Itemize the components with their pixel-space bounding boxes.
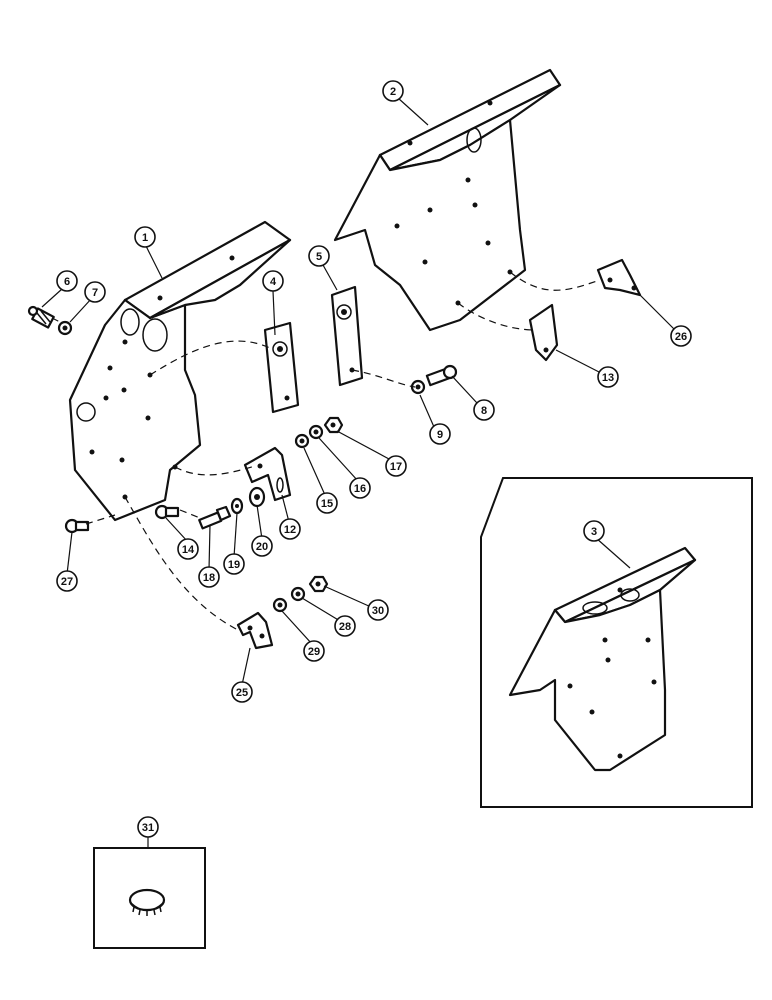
- part-8-bolt: [425, 364, 458, 387]
- callout-31-label: 31: [142, 822, 154, 834]
- part-3-plate: [508, 546, 697, 772]
- callout-18-label: 18: [203, 572, 215, 584]
- callout-26: 26: [670, 325, 692, 347]
- callout-20: 20: [251, 535, 273, 557]
- callout-25-label: 25: [236, 687, 248, 699]
- part-29-washer: [272, 597, 288, 613]
- callout-8: 8: [473, 399, 495, 421]
- part-30-nut: [308, 575, 329, 593]
- part-2-right-plate: [333, 68, 562, 332]
- callout-1-label: 1: [142, 232, 148, 244]
- callout-31: 31: [137, 816, 159, 838]
- callout-4-label: 4: [270, 276, 277, 288]
- part-13-clip: [528, 303, 559, 362]
- callout-9-label: 9: [437, 429, 443, 441]
- callout-27: 27: [56, 570, 78, 592]
- callout-9: 9: [429, 423, 451, 445]
- callout-17-label: 17: [390, 461, 402, 473]
- callout-4: 4: [262, 270, 284, 292]
- callout-30: 30: [367, 599, 389, 621]
- callout-15: 15: [316, 492, 338, 514]
- part-19-washer: [230, 497, 244, 515]
- part-31-plug: [128, 888, 166, 916]
- callout-5-label: 5: [316, 251, 322, 263]
- callout-12-label: 12: [284, 524, 296, 536]
- callout-6: 6: [56, 270, 78, 292]
- part-6-bolt: [27, 305, 55, 329]
- part-26-clip: [596, 258, 642, 297]
- callout-17: 17: [385, 455, 407, 477]
- callout-5: 5: [308, 245, 330, 267]
- callout-14-label: 14: [182, 544, 195, 556]
- part-27-bolt: [64, 518, 90, 534]
- part-16-lockwasher: [308, 424, 324, 440]
- part-14-bolt: [154, 504, 180, 520]
- callout-26-label: 26: [675, 331, 687, 343]
- callout-13: 13: [597, 366, 619, 388]
- callout-3-label: 3: [591, 526, 597, 538]
- callout-2: 2: [382, 80, 404, 102]
- callout-30-label: 30: [372, 605, 384, 617]
- part-28-washer: [290, 586, 306, 602]
- callout-2-label: 2: [390, 86, 396, 98]
- callout-13-label: 13: [602, 372, 614, 384]
- part-4-bracket: [263, 321, 300, 414]
- callout-7-label: 7: [92, 287, 98, 299]
- callout-16-label: 16: [354, 483, 366, 495]
- inset-box-part-31: [93, 847, 206, 949]
- part-25-clip: [236, 611, 274, 650]
- inset-box-part-3: [480, 477, 753, 808]
- part-15-washer: [294, 433, 310, 449]
- part-5-bracket: [330, 285, 364, 387]
- part-20-washer: [248, 486, 266, 508]
- callout-29: 29: [303, 640, 325, 662]
- callout-12: 12: [279, 518, 301, 540]
- callout-1: 1: [134, 226, 156, 248]
- callout-19: 19: [223, 553, 245, 575]
- callout-7: 7: [84, 281, 106, 303]
- callout-16: 16: [349, 477, 371, 499]
- assembly-dashed-lines: [51, 271, 601, 631]
- callout-29-label: 29: [308, 646, 320, 658]
- callout-15-label: 15: [321, 498, 333, 510]
- fasteners: [27, 305, 458, 613]
- callout-6-label: 6: [64, 276, 70, 288]
- callout-27-label: 27: [61, 576, 73, 588]
- part-17-nut: [323, 416, 344, 434]
- callout-19-label: 19: [228, 559, 240, 571]
- part-1-left-plate: [68, 220, 292, 522]
- callout-8-label: 8: [481, 405, 487, 417]
- callout-3: 3: [583, 520, 605, 542]
- callout-28: 28: [334, 615, 356, 637]
- callout-25: 25: [231, 681, 253, 703]
- leader-lines: [41, 97, 675, 848]
- callout-28-label: 28: [339, 621, 351, 633]
- part-18-bolt: [198, 505, 232, 530]
- callout-20-label: 20: [256, 541, 268, 553]
- callout-14: 14: [177, 538, 199, 560]
- callout-18: 18: [198, 566, 220, 588]
- part-7-washer: [57, 320, 73, 336]
